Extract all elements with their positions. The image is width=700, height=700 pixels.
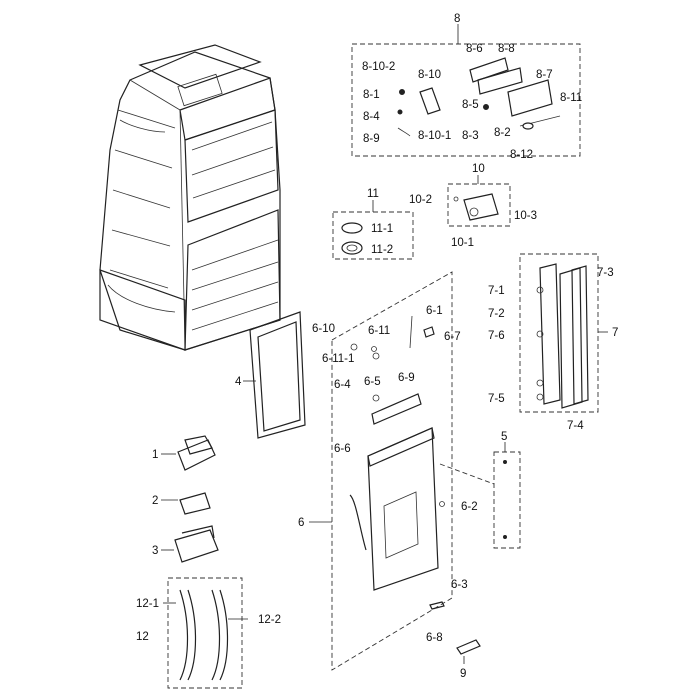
part-6-group [309, 271, 453, 671]
label-6-2: 6-2 [461, 501, 478, 513]
door-bin-1 [161, 435, 216, 471]
label-7-6: 7-6 [488, 330, 505, 342]
part-9 [456, 639, 481, 664]
label-6-1: 6-1 [426, 305, 443, 317]
label-8-7: 8-7 [536, 69, 553, 81]
part-8-group [351, 24, 581, 157]
label-7-5: 7-5 [488, 393, 505, 405]
label-10-1: 10-1 [451, 237, 474, 249]
label-8-3: 8-3 [462, 130, 479, 142]
label-8-10-1: 8-10-1 [418, 130, 451, 142]
label-8-2: 8-2 [494, 127, 511, 139]
label-8-6: 8-6 [466, 43, 483, 55]
label-10-3: 10-3 [514, 210, 537, 222]
label-6-3: 6-3 [451, 579, 468, 591]
label-8-9: 8-9 [363, 133, 380, 145]
part-7-group [519, 253, 608, 413]
label-8: 8 [454, 13, 460, 25]
label-3: 3 [152, 545, 158, 557]
label-8-12: 8-12 [510, 149, 533, 161]
label-11-2: 11-2 [371, 244, 393, 256]
refrigerator-cabinet [99, 44, 281, 351]
door-bin-2 [161, 492, 211, 515]
door-bin-3 [161, 525, 219, 563]
label-7-4: 7-4 [567, 420, 584, 432]
label-7-1: 7-1 [488, 285, 505, 297]
label-12-1: 12-1 [136, 598, 159, 610]
label-6-7: 6-7 [444, 331, 461, 343]
label-12-2: 12-2 [258, 614, 281, 626]
part-labels: 8 8-10-2 8-6 8-8 8-10 8-7 8-1 8-11 8-5 8… [136, 13, 618, 680]
label-6: 6 [298, 517, 304, 529]
label-1: 1 [152, 449, 158, 461]
panel-5 [439, 442, 521, 549]
label-4: 4 [235, 376, 242, 388]
label-2: 2 [152, 495, 158, 507]
label-8-1: 8-1 [363, 89, 380, 101]
label-11: 11 [367, 188, 379, 200]
part-10-group [447, 175, 511, 227]
label-8-11: 8-11 [560, 92, 582, 104]
label-7-3: 7-3 [597, 267, 614, 279]
part-12-group [163, 577, 248, 689]
label-6-5: 6-5 [364, 376, 381, 388]
label-7-2: 7-2 [488, 308, 505, 320]
label-5: 5 [501, 431, 507, 443]
door-gasket-4 [243, 311, 306, 439]
label-6-10: 6-10 [312, 323, 335, 335]
label-7: 7 [612, 327, 618, 339]
label-8-10: 8-10 [418, 69, 441, 81]
label-10: 10 [472, 163, 485, 175]
label-12: 12 [136, 631, 149, 643]
label-8-8: 8-8 [498, 43, 515, 55]
label-6-11: 6-11 [368, 325, 390, 337]
label-10-2: 10-2 [409, 194, 432, 206]
label-6-11-1: 6-11-1 [322, 353, 354, 365]
label-6-4: 6-4 [334, 379, 351, 391]
label-6-8: 6-8 [426, 632, 443, 644]
label-8-5: 8-5 [462, 99, 479, 111]
label-8-4: 8-4 [363, 111, 380, 123]
label-6-6: 6-6 [334, 443, 351, 455]
label-8-10-2: 8-10-2 [362, 61, 395, 73]
label-9: 9 [460, 668, 466, 680]
label-6-9: 6-9 [398, 372, 415, 384]
label-11-1: 11-1 [371, 223, 393, 235]
part-11-group [332, 200, 414, 260]
